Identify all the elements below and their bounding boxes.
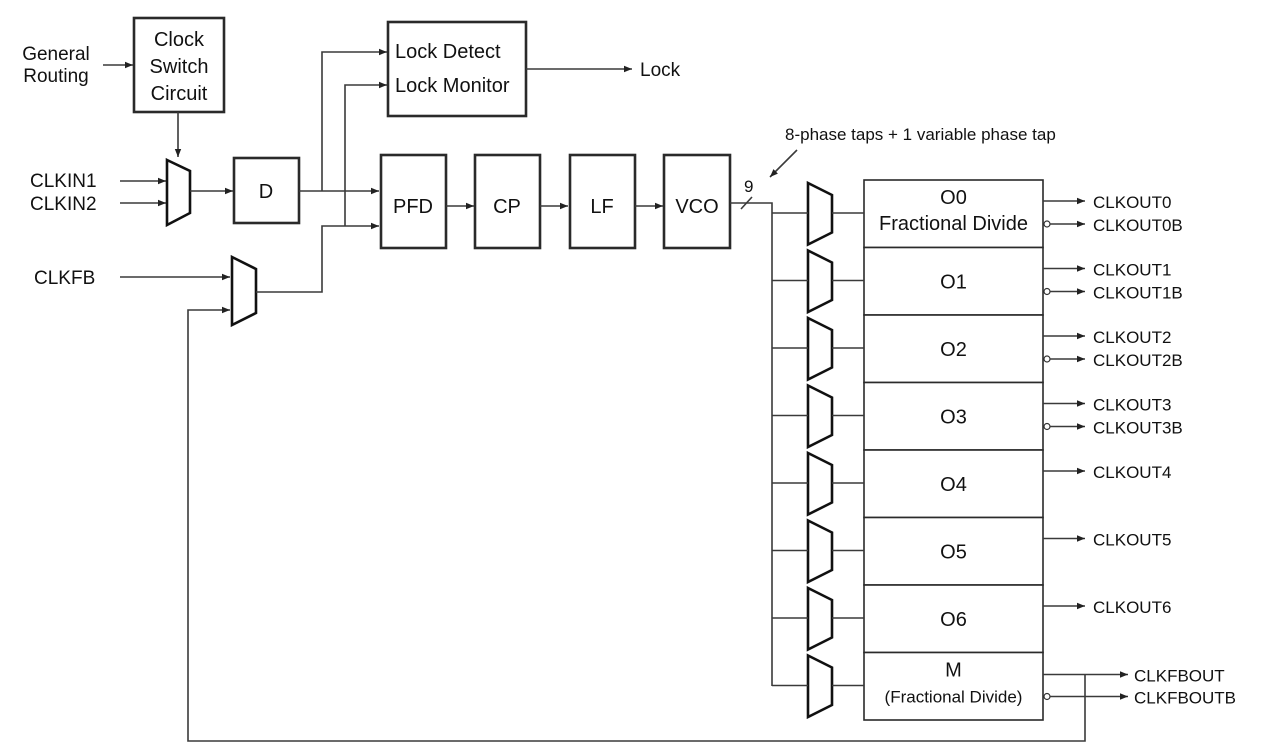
cp-label: CP (493, 196, 521, 218)
vco-phase-bus (730, 202, 773, 686)
vco-label: VCO (675, 196, 718, 218)
bus-slash (740, 196, 753, 210)
divider-name-label: O3 (940, 407, 967, 429)
clock-switch-circuit-block (132, 16, 226, 114)
cp-block (473, 153, 542, 250)
general-routing-label-1: General (22, 44, 90, 65)
divider-block-o5 (863, 516, 1044, 586)
clkin-mux (165, 157, 192, 228)
fb-mux-to-pfd-wire (256, 222, 379, 293)
clkfb-mux (230, 254, 258, 328)
divider-block-o4 (863, 449, 1044, 519)
output-label-clkout5: CLKOUT5 (1093, 531, 1171, 550)
divider-name-label: O4 (940, 474, 967, 496)
inverter-bubble (1043, 287, 1051, 296)
pfd-label: PFD (393, 196, 433, 218)
lf-label: LF (590, 196, 613, 218)
lock-monitor-label: Lock Monitor (395, 75, 510, 97)
inverter-bubble (1043, 692, 1051, 701)
vco-block (662, 153, 732, 250)
clock-switch-label-2: Switch (150, 56, 209, 78)
lock-detect-monitor-block (386, 20, 528, 118)
d-label: D (259, 181, 273, 203)
fb-to-lock-monitor-wire (344, 81, 387, 226)
divider-block-o1 (863, 246, 1044, 316)
general-routing-label-2: Routing (23, 66, 89, 87)
divider-block-o2 (863, 314, 1044, 384)
lock-detect-label: Lock Detect (395, 41, 501, 63)
phase-mux-o6 (806, 585, 834, 652)
output-label-clkout1b: CLKOUT1B (1093, 284, 1183, 303)
inverter-bubble (1043, 355, 1051, 363)
output-label-clkout2b: CLKOUT2B (1093, 351, 1183, 370)
phase-mux-o0 (806, 180, 834, 247)
divider-name-label: O5 (940, 542, 967, 564)
feedback-loop-wire (187, 306, 1086, 742)
clkin1-label: CLKIN1 (30, 171, 97, 192)
d-to-lock-detect-wire (321, 48, 387, 191)
divider-sub-label: (Fractional Divide) (885, 688, 1023, 707)
output-label-clkout3: CLKOUT3 (1093, 396, 1171, 415)
clkfb-label: CLKFB (34, 268, 95, 289)
divider-name-label: O2 (940, 339, 967, 361)
lf-block (568, 153, 637, 250)
output-label-clkout4: CLKOUT4 (1093, 463, 1171, 482)
output-label-clkout0: CLKOUT0 (1093, 193, 1171, 212)
divider-name-label: M (945, 660, 962, 682)
inverter-bubble (1043, 422, 1051, 431)
output-label-clkout3b: CLKOUT3B (1093, 419, 1183, 438)
lock-output-label: Lock (640, 60, 681, 81)
output-label-clkout6: CLKOUT6 (1093, 598, 1171, 617)
divider-name-label: O0 (940, 187, 967, 209)
output-label-clkout1: CLKOUT1 (1093, 261, 1171, 280)
phase-mux-o4 (806, 450, 834, 517)
clock-switch-label-1: Clock (154, 29, 205, 51)
output-label-clkfbout: CLKFBOUT (1134, 667, 1225, 686)
divider-block-o0 (863, 179, 1044, 249)
output-label-clkout2: CLKOUT2 (1093, 328, 1171, 347)
phase-mux-o2 (806, 315, 834, 382)
phase-taps-annotation: 8-phase taps + 1 variable phase tap (785, 125, 1056, 144)
output-label-clkfboutb: CLKFBOUTB (1134, 689, 1236, 708)
pfd-block (379, 153, 448, 250)
bus-width-label: 9 (744, 177, 753, 196)
clock-switch-label-3: Circuit (151, 83, 208, 105)
phase-mux-m (806, 653, 834, 720)
phase-mux-o3 (806, 383, 834, 450)
annotation-arrow (769, 149, 798, 178)
clkin2-label: CLKIN2 (30, 194, 97, 215)
phase-mux-o1 (806, 248, 834, 315)
divider-name-label: O6 (940, 609, 967, 631)
divider-block-m (863, 651, 1044, 721)
inverter-bubble (1043, 220, 1051, 228)
phase-mux-o5 (806, 518, 834, 585)
divider-block-o6 (863, 584, 1044, 654)
output-label-clkout0b: CLKOUT0B (1093, 216, 1183, 235)
divider-name-label: O1 (940, 272, 967, 294)
divider-sub-label: Fractional Divide (879, 213, 1028, 235)
